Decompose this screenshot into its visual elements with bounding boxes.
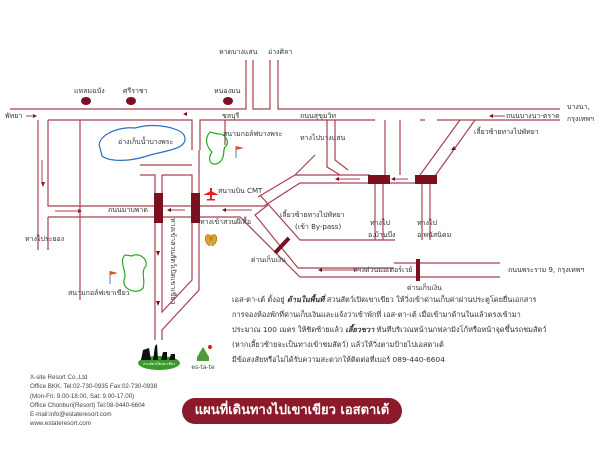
label-hat-bang-saen: หาดบางแสน bbox=[219, 48, 258, 56]
road-pattaya-left bbox=[37, 120, 155, 250]
road-sukhumvit bbox=[10, 60, 560, 300]
junction-block-2 bbox=[415, 175, 437, 184]
junction-block-1 bbox=[368, 175, 390, 184]
label-reservoir: อ่างเก็บน้ำบางพระ bbox=[118, 135, 174, 146]
golf-flag-icon bbox=[109, 271, 118, 284]
direction-arrows bbox=[33, 112, 493, 306]
label-to-phanat-1: ทางไป bbox=[417, 218, 437, 227]
golf-bangphra-outline bbox=[205, 131, 229, 165]
label-rama9: ถนนพระราม 9, กรุงเทพฯ bbox=[508, 266, 584, 274]
directions-line-5: มีข้อสงสัยหรือไม่ได้รับความสะดวกให้ติดต่… bbox=[232, 355, 445, 364]
label-golf-bangphra: สนามกอล์ฟบางพระ bbox=[223, 130, 282, 138]
label-airport: สนามบิน CMT bbox=[218, 187, 263, 195]
label-chonburi: ชลบุรี bbox=[222, 112, 239, 120]
directions-line-3: ประมาณ 100 เมตร ให้ชิดซ้ายแล้ว เลี้ยวขวา… bbox=[232, 325, 547, 334]
label-laem-chabang: แหลมฉบัง bbox=[74, 87, 105, 95]
svg-text:es-ta-te: es-ta-te bbox=[191, 364, 215, 371]
label-nong-mon: หนองมน bbox=[214, 87, 241, 95]
label-golf-khaokheow: สนามกอล์ฟเขาเขียว bbox=[68, 289, 130, 297]
estate-logo: es-ta-te bbox=[191, 345, 215, 371]
label-pattaya: พัทยา bbox=[5, 112, 22, 120]
golf-flag-icon bbox=[235, 146, 244, 158]
airplane-icon bbox=[203, 188, 219, 201]
label-sukhumvit: ถนนสุขุมวิท bbox=[300, 112, 336, 120]
marker-nong-mon bbox=[223, 97, 233, 105]
office-bkk: Office BKK. Tel:02-730-0935 Fax:02-730-0… bbox=[30, 383, 158, 391]
label-mabprachan: ถนนมาบพาด bbox=[108, 206, 148, 214]
road-bangna-trat bbox=[326, 119, 500, 278]
office-resort: Office Chonburi(Resort) Tel:08-9440-6604 bbox=[30, 401, 145, 409]
golf-khaokheow-outline bbox=[121, 254, 147, 292]
directions-line-1: เอส-ตา-เต้ ตั้งอยู่ ด้านในพื้นที่ สวนสัต… bbox=[232, 295, 537, 304]
label-bangna-bkk-2: กรุงเทพฯ bbox=[567, 115, 594, 123]
label-to-bangsaen: ทางไปบางแสน bbox=[300, 133, 346, 142]
label-bangna-bkk-1: บางนา, bbox=[567, 103, 590, 111]
label-to-banbueng-1: ทางไป bbox=[370, 218, 390, 227]
directions-line-4: (หากเลี้ยวซ้ายจะเป็นทางเข้าชมสัตว์) แล้ว… bbox=[232, 340, 444, 349]
toll-block-2 bbox=[191, 193, 200, 223]
label-si-racha: ศรีราชา bbox=[123, 87, 148, 95]
zoo-logo: สวนสัตว์เปิดเขาเขียว bbox=[138, 344, 180, 370]
label-turn-left-pattaya: เลี้ยวซ้ายทางไปพัทยา bbox=[474, 125, 539, 136]
label-to-banbueng-2: อ.บ้านบึง bbox=[368, 230, 395, 239]
svg-text:สวนสัตว์เปิดเขาเขียว: สวนสัตว์เปิดเขาเขียว bbox=[143, 361, 175, 366]
toll-block-1 bbox=[154, 193, 163, 223]
directions-line-2: การจองห้องพักที่ด่านเก็บเงินและแจ้งว่าเข… bbox=[232, 310, 521, 319]
label-motorway: ทางด่วนมอเตอร์เวย์ bbox=[353, 266, 412, 274]
directions-text: เอส-ตา-เต้ ตั้งอยู่ ด้านในพื้นที่ สวนสัต… bbox=[232, 292, 597, 367]
map-title-banner: แผนที่เดินทางไปเขาเขียว เอสตาเต้ bbox=[182, 398, 402, 424]
company-name: X-site Resort Co.,Ltd bbox=[30, 374, 88, 381]
label-ang-sila: อ่างศิลา bbox=[268, 48, 292, 56]
label-toll-2: ด่านเก็บเงิน bbox=[407, 283, 442, 292]
label-bypass-1: เลี้ยวซ้ายทางไปพัทยา bbox=[280, 208, 345, 219]
website-link[interactable]: www.estateresort.com bbox=[30, 420, 91, 428]
marker-laem-chabang bbox=[81, 97, 91, 105]
email-link[interactable]: E-mail:info@estateresort.com bbox=[30, 411, 112, 419]
label-bypass-2: (เข้า By-pass) bbox=[295, 223, 341, 231]
label-bangna-trat: ถนนบางนา-ตราด bbox=[506, 112, 560, 120]
label-to-phanat-2: อ.พนัสนิคม bbox=[417, 231, 451, 239]
butterfly-icon bbox=[205, 234, 217, 247]
contact-info: X-site Resort Co.,Ltd Office BKK. Tel:02… bbox=[30, 373, 157, 429]
office-hours: (Mon-Fri: 9.00-18.00, Sat: 9.00-17.00) bbox=[30, 392, 135, 400]
marker-si-racha bbox=[126, 97, 136, 105]
arrow-lines bbox=[26, 115, 505, 271]
label-butterfly-park: ทางเข้าสวนผีเสื้อ bbox=[200, 215, 251, 226]
reservoir-outline bbox=[98, 124, 186, 161]
label-to-rayong: ทางไประยอง bbox=[25, 234, 64, 243]
toll-gate-1 bbox=[273, 236, 291, 255]
label-zoo-entrance: ทางเข้าสวนสัตว์เปิดเขาเขียว bbox=[169, 218, 177, 305]
label-toll-1: ด่านเก็บเงิน bbox=[251, 255, 286, 264]
